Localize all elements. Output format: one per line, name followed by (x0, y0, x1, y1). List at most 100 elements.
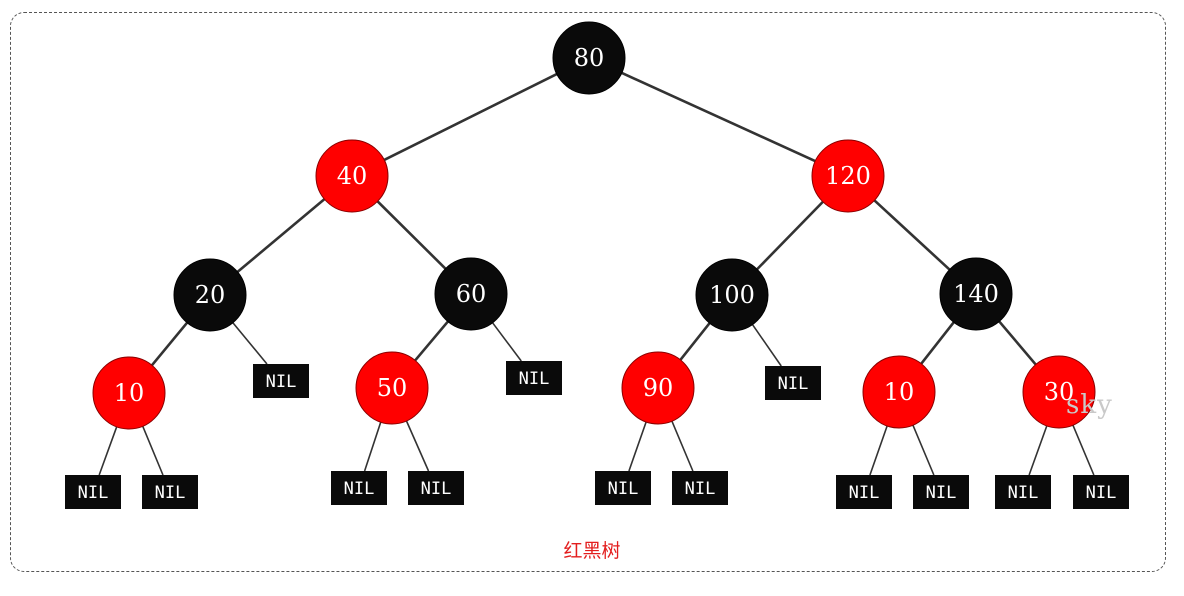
tree-node-100: 100 (695, 258, 769, 332)
nil-label: NIL (778, 374, 809, 394)
tree-node-20: 20 (173, 258, 247, 332)
edge-n20-n10a (149, 320, 190, 368)
nil-label: NIL (421, 479, 452, 499)
nil-box (253, 364, 309, 398)
node-circle (173, 258, 247, 332)
edge-n120-n140 (872, 198, 952, 272)
node-label: 60 (456, 280, 487, 308)
edge-n50-nil50l (363, 420, 383, 472)
node-circle (1022, 355, 1096, 429)
node-circle (621, 351, 695, 425)
node-circle (434, 257, 508, 331)
edge-n120-n100 (754, 199, 826, 272)
edges-layer (98, 70, 1095, 476)
tree-node-60: 60 (434, 257, 508, 331)
edge-n30-nil30l (1028, 423, 1049, 476)
edge-n30-nil30r (1071, 423, 1095, 476)
node-label: 10 (114, 379, 145, 407)
tree-node-120: 120 (811, 139, 885, 213)
edge-n10b-nil10br (911, 423, 935, 476)
node-label: 50 (377, 374, 408, 402)
nil-leaf: NIL (995, 475, 1051, 509)
nil-box (995, 475, 1051, 509)
node-label: 90 (643, 374, 674, 402)
node-circle (315, 139, 389, 213)
nil-leaf: NIL (253, 364, 309, 398)
edge-n40-n60 (375, 199, 448, 271)
node-circle (939, 257, 1013, 331)
node-circle (695, 258, 769, 332)
tree-node-50: 50 (355, 351, 429, 425)
nil-box (65, 475, 121, 509)
nil-leaf: NIL (836, 475, 892, 509)
nil-label: NIL (344, 479, 375, 499)
nil-box (142, 475, 198, 509)
nil-box (595, 471, 651, 505)
nil-label: NIL (926, 483, 957, 503)
node-circle (862, 355, 936, 429)
edge-n10b-nil10bl (869, 423, 889, 476)
nil-leaf: NIL (408, 471, 464, 505)
nil-leaf: NIL (331, 471, 387, 505)
node-circle (92, 356, 166, 430)
nil-label: NIL (266, 372, 297, 392)
nil-label: NIL (1086, 483, 1117, 503)
node-label: 20 (195, 281, 226, 309)
edge-n50-nil50r (404, 418, 430, 472)
tree-node-10a: 10 (92, 356, 166, 430)
node-label: 10 (884, 378, 915, 406)
edge-n140-n30 (996, 319, 1039, 367)
tree-node-140: 140 (939, 257, 1013, 331)
nil-leaf: NIL (142, 475, 198, 509)
nil-label: NIL (155, 483, 186, 503)
nil-box (913, 475, 969, 509)
nil-label: NIL (78, 483, 109, 503)
node-circle (552, 21, 626, 95)
nil-leaf: NIL (913, 475, 969, 509)
node-circle (811, 139, 885, 213)
nil-label: NIL (1008, 483, 1039, 503)
diagram-caption: 红黑树 (563, 540, 621, 562)
edge-n80-n120 (619, 70, 818, 164)
nil-leaf: NIL (506, 361, 562, 395)
edge-n20-nil20r (231, 320, 268, 365)
node-label: 80 (574, 44, 605, 72)
node-label: 100 (709, 281, 755, 309)
nil-box (408, 471, 464, 505)
tree-node-10b: 10 (862, 355, 936, 429)
edge-n140-n10b (918, 319, 957, 367)
nil-box (672, 471, 728, 505)
edge-n40-n20 (235, 196, 327, 275)
edge-n90-nil90l (628, 419, 648, 472)
nil-label: NIL (849, 483, 880, 503)
nil-box (765, 366, 821, 400)
edge-n60-n50 (412, 319, 451, 363)
nil-label: NIL (608, 479, 639, 499)
nil-label: NIL (519, 369, 550, 389)
nil-label: NIL (685, 479, 716, 499)
nil-box (331, 471, 387, 505)
node-label: 30 (1044, 378, 1075, 406)
nil-leaf: NIL (672, 471, 728, 505)
tree-node-40: 40 (315, 139, 389, 213)
nil-box (506, 361, 562, 395)
tree-node-30: 30 (1022, 355, 1096, 429)
nil-box (836, 475, 892, 509)
edge-n10a-nil10ar (141, 424, 164, 476)
tree-node-80: 80 (552, 21, 626, 95)
nil-leaf: NIL (765, 366, 821, 400)
nil-leaf: NIL (595, 471, 651, 505)
nil-leaf: NIL (65, 475, 121, 509)
node-label: 140 (953, 280, 999, 308)
watermark: sky (1066, 390, 1113, 420)
nil-box (1073, 475, 1129, 509)
edge-n90-nil90r (670, 419, 694, 472)
edge-n80-n40 (381, 71, 560, 163)
node-circle (355, 351, 429, 425)
node-label: 40 (337, 162, 368, 190)
edge-n100-n90 (678, 320, 712, 363)
node-label: 120 (825, 162, 871, 190)
nil-leaf: NIL (1073, 475, 1129, 509)
